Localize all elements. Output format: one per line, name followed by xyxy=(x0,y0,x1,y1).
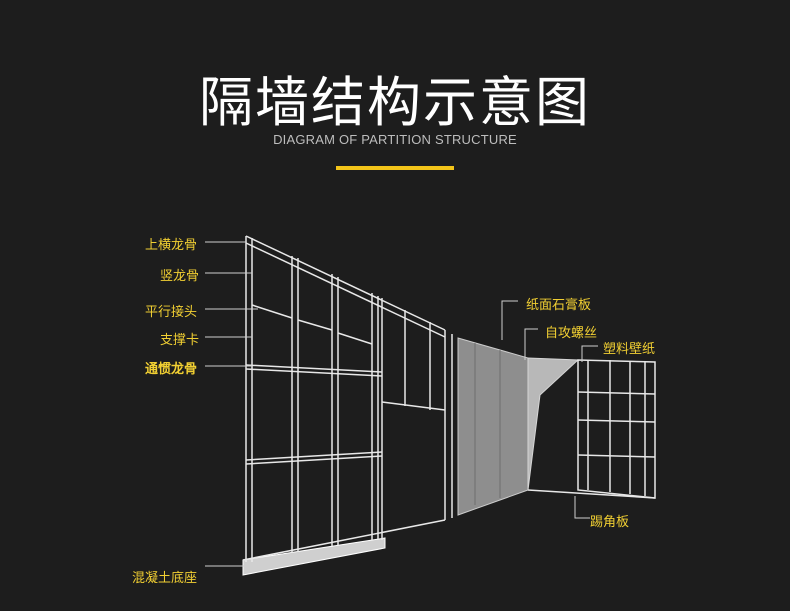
label-gypsum-board: 纸面石膏板 xyxy=(526,298,592,313)
concrete-base-shape xyxy=(242,537,386,576)
label-top-track: 上横龙骨 xyxy=(145,238,198,253)
label-support-clip: 支撑卡 xyxy=(160,333,200,348)
label-vertical-stud: 竖龙骨 xyxy=(160,269,200,284)
page-subtitle: DIAGRAM OF PARTITION STRUCTURE xyxy=(273,132,517,147)
title-underline xyxy=(336,166,454,170)
label-tapping-screw: 自攻螺丝 xyxy=(545,326,598,341)
left-wall-frame xyxy=(245,235,453,562)
label-concrete-base: 混凝土底座 xyxy=(132,571,198,586)
gypsum-board-shape xyxy=(457,337,529,516)
label-skirting-board: 踢角板 xyxy=(590,515,630,530)
leader-lines xyxy=(205,241,598,567)
label-parallel-joint: 平行接头 xyxy=(145,305,198,320)
page-title: 隔墙结构示意图 xyxy=(199,71,591,134)
gypsum-board-cut xyxy=(527,357,580,491)
floor-line xyxy=(242,519,446,561)
label-through-channel: 通惯龙骨 xyxy=(145,362,198,377)
right-wall-frame xyxy=(527,359,656,499)
label-plastic-wallpaper: 塑料壁纸 xyxy=(603,342,656,357)
